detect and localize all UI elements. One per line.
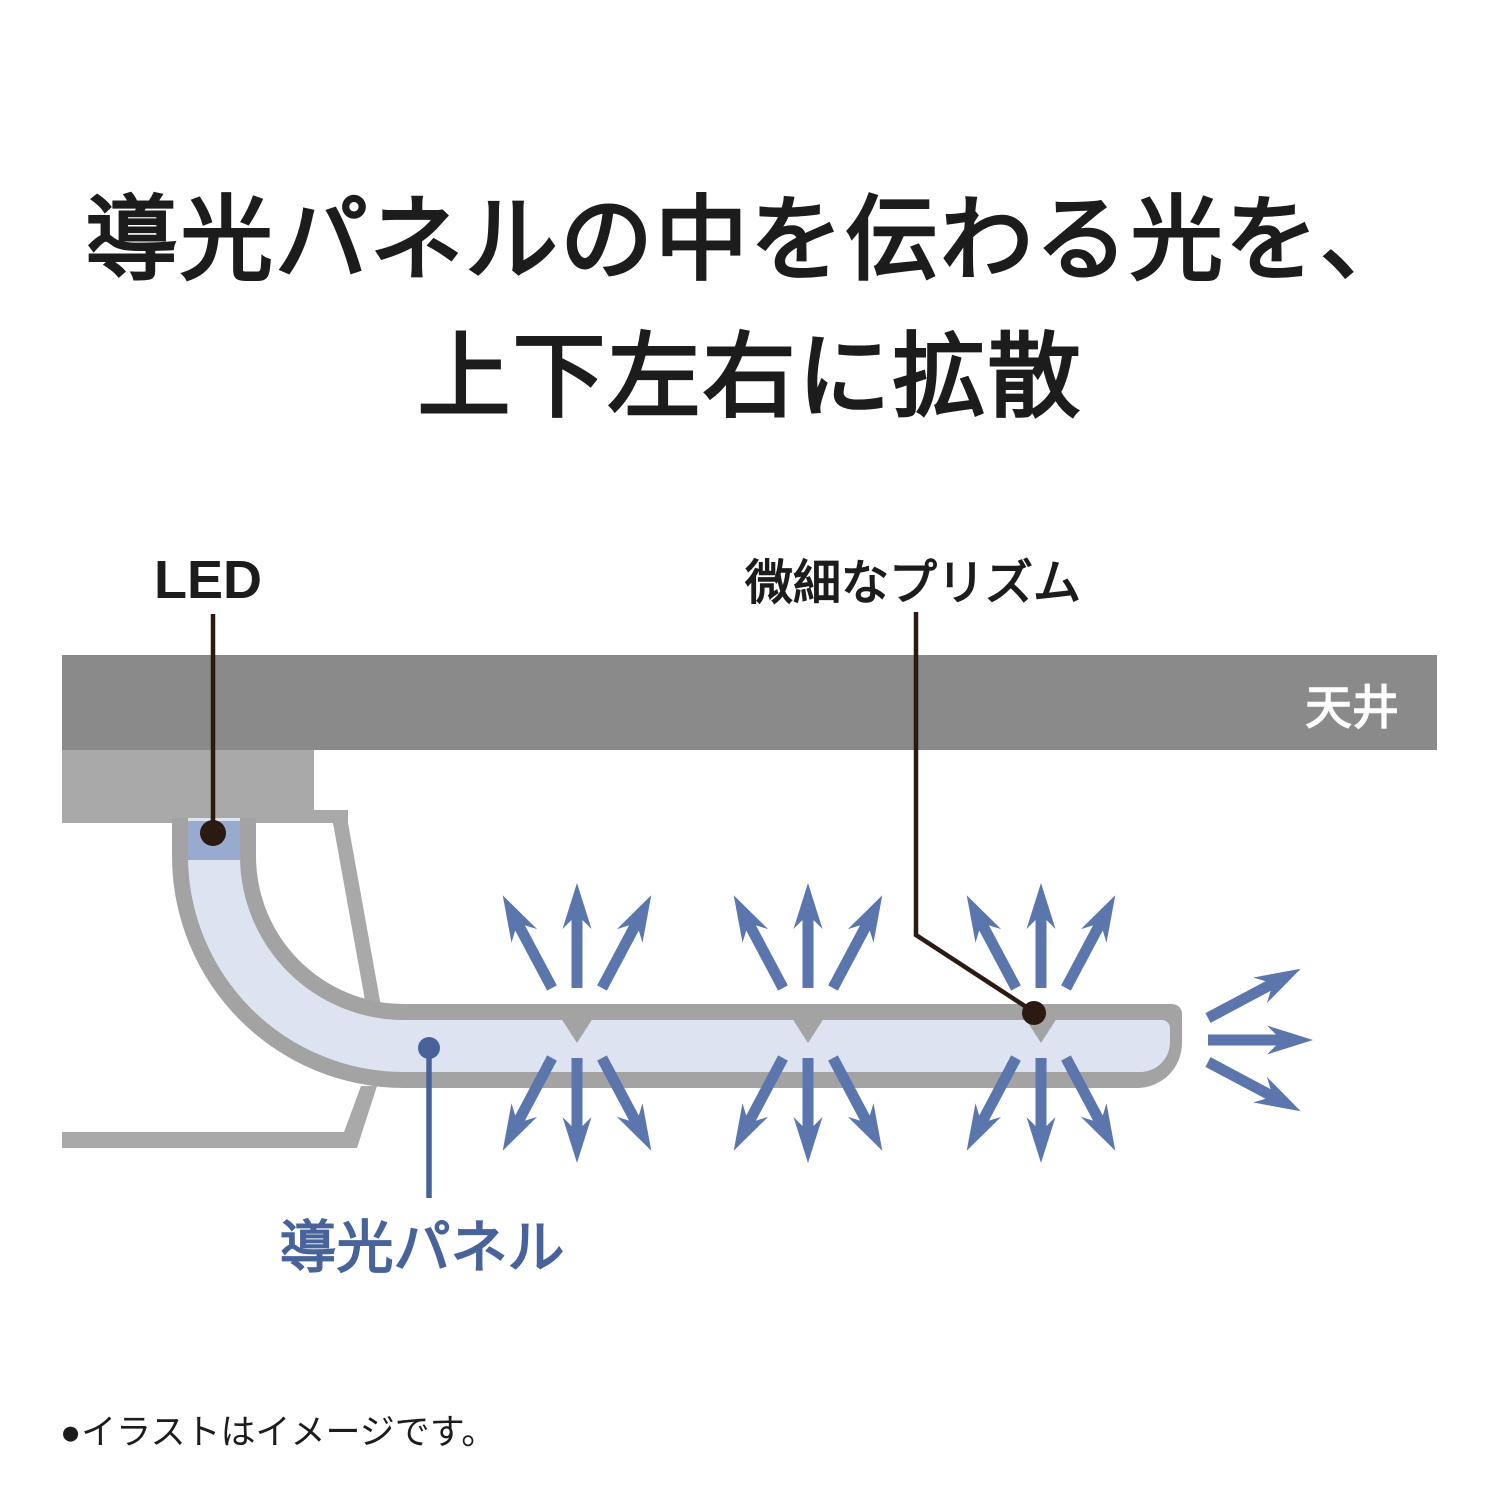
light-guide-panel-fill [188, 818, 1170, 1072]
prism-leader-line [913, 612, 1036, 1014]
panel-leader-dot [418, 1037, 440, 1059]
ceiling-label: 天井 [1305, 681, 1399, 734]
prism-label: 微細なプリズム [744, 557, 1081, 610]
led-leader-dot [200, 820, 226, 846]
page-title-line-2: 上下左右に拡散 [418, 325, 1083, 429]
page-title-line-1: 導光パネルの中を伝わる光を、 [85, 188, 1415, 292]
ceiling-bar [62, 655, 1437, 750]
led-label: LED [154, 550, 262, 610]
housing-base-strip [62, 1086, 377, 1148]
panel-label: 導光パネル [280, 1216, 565, 1280]
housing-flange [62, 750, 381, 1006]
footnote-text: ●イラストはイメージです。 [60, 1413, 496, 1452]
prism-leader-dot [1022, 1001, 1046, 1025]
prism-notch-2 [790, 1015, 826, 1043]
prism-notch-1 [559, 1015, 595, 1043]
